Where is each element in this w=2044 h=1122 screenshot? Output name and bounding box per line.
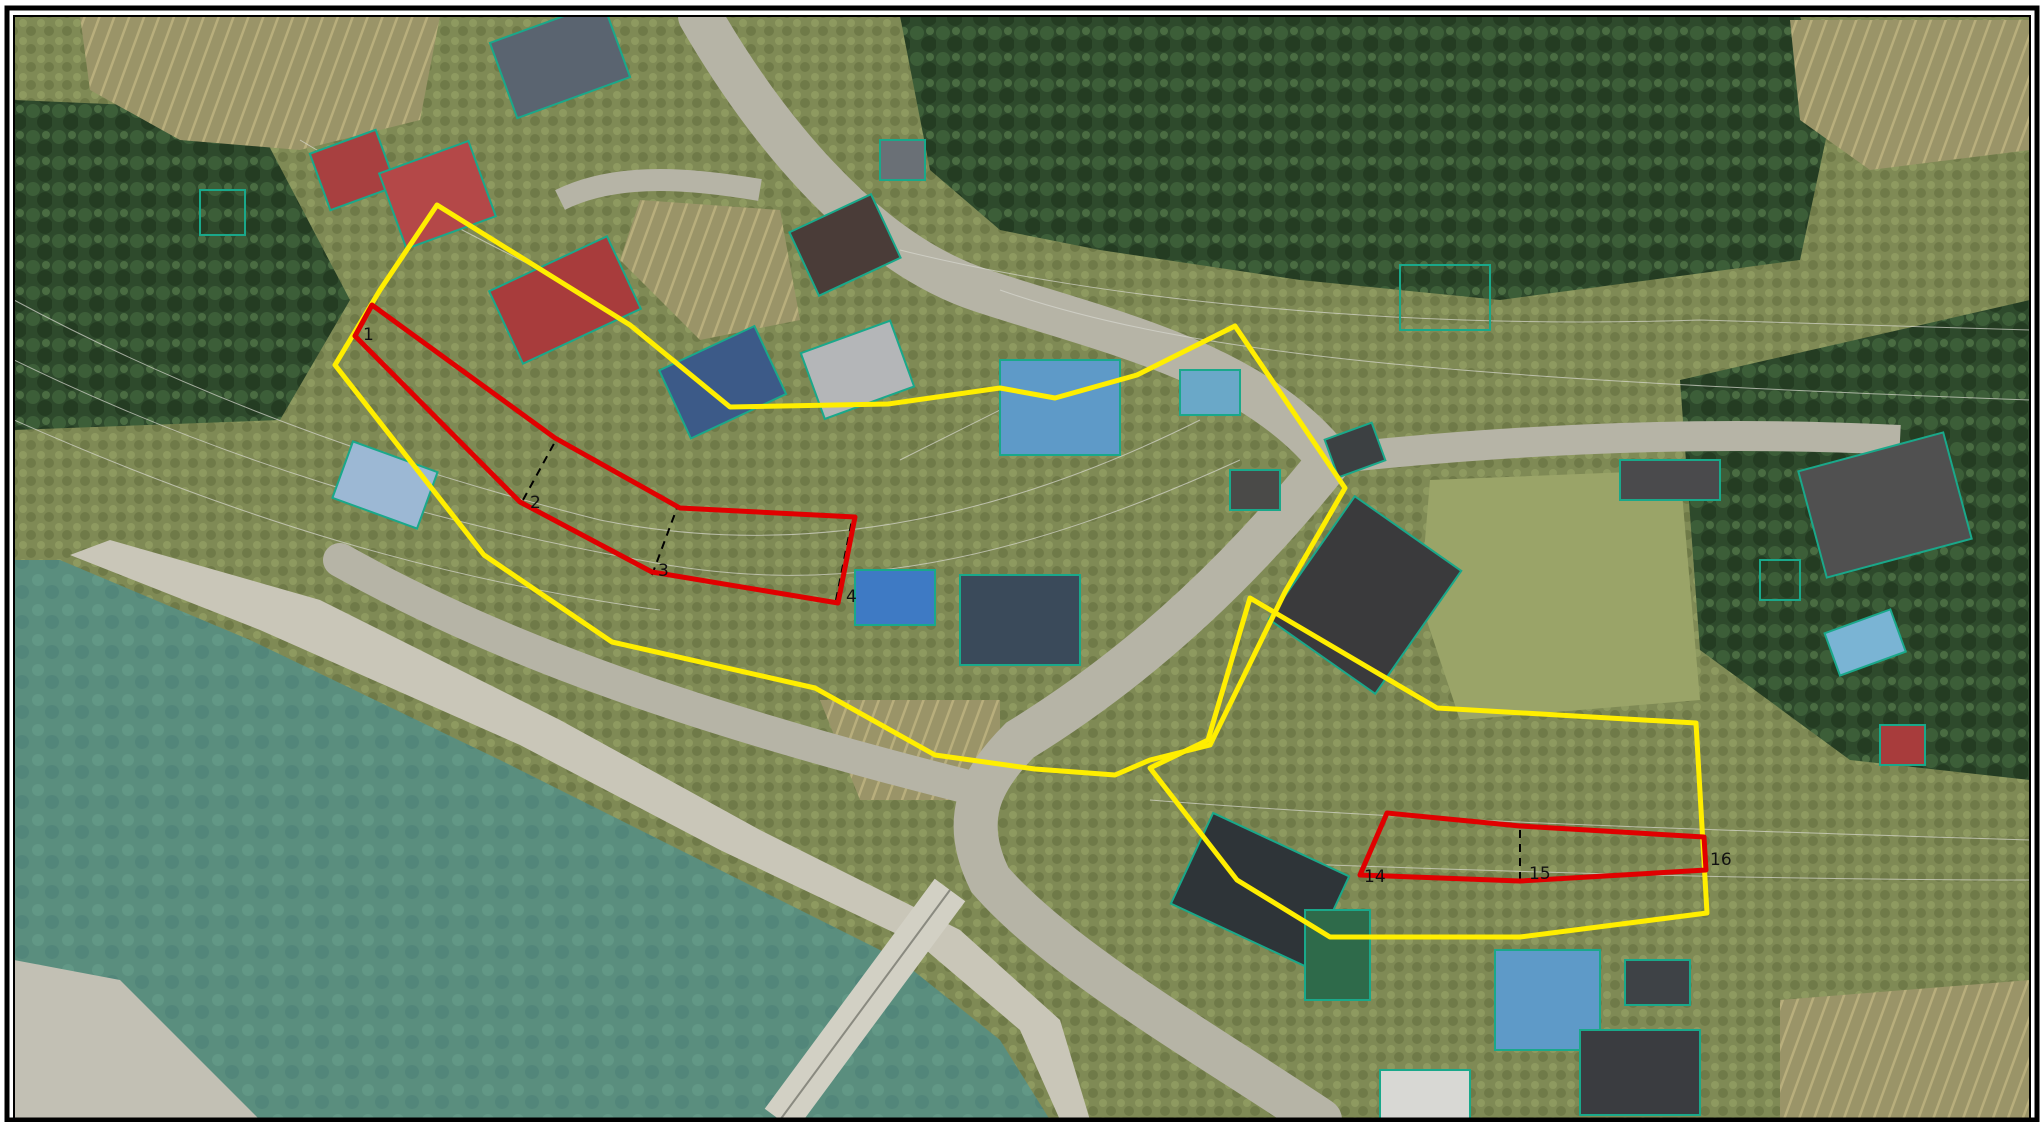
building-green-roof	[1304, 909, 1371, 1001]
road-east	[1318, 421, 1901, 475]
road-north-spur	[555, 169, 762, 210]
building-red-roof	[487, 234, 643, 366]
building-dark-roof	[1624, 959, 1691, 1006]
parcel-1-4	[352, 302, 858, 606]
building-dark-roof	[1579, 1029, 1701, 1116]
terraced-field-east	[1790, 20, 2030, 170]
building-outline	[1759, 559, 1801, 601]
river	[14, 560, 1050, 1120]
highlight-area-west	[332, 202, 1348, 778]
forest-area	[900, 16, 1830, 300]
river-bank-south	[14, 960, 260, 1120]
highlight-area-outlines	[332, 202, 1710, 940]
main-road	[678, 16, 1359, 1120]
building-red-roof	[1879, 724, 1926, 766]
building-dark-roof	[959, 574, 1081, 666]
building-dark-roof	[1619, 459, 1721, 501]
building-dark-roof	[1267, 494, 1463, 696]
building-red-roof	[308, 128, 398, 212]
building-light-blue-roof	[1179, 369, 1241, 416]
building-dark-roof	[1797, 431, 1973, 579]
terraced-field	[80, 16, 440, 150]
building-dark-roof	[1323, 421, 1387, 479]
building-dark-roof	[788, 192, 902, 298]
building-light-blue-roof	[1823, 608, 1908, 677]
point-label-15: 15	[1529, 864, 1551, 884]
point-label-16: 16	[1710, 850, 1732, 870]
building-light-roof	[1379, 1069, 1471, 1120]
bridge-edge	[779, 889, 951, 1120]
building-dark-roof	[1229, 469, 1281, 511]
subject-parcels	[352, 302, 1709, 884]
map-frame-inner	[13, 15, 2031, 1121]
highlight-area-east	[1147, 595, 1710, 940]
field-south-east	[1780, 980, 2030, 1120]
point-label-4: 4	[846, 587, 857, 607]
building-blue-roof	[854, 569, 936, 626]
point-label-3: 3	[658, 561, 669, 581]
meadow	[1420, 470, 1700, 720]
parcel-14-16	[1357, 810, 1709, 884]
road-west	[323, 543, 997, 807]
forest-area-west	[14, 100, 350, 430]
building-blue-roof	[657, 324, 788, 440]
point-label-1: 1	[363, 325, 374, 345]
building-grey-roof	[879, 139, 926, 181]
point-label-14: 14	[1364, 867, 1386, 887]
point-label-2: 2	[530, 493, 541, 513]
point-labels: 1 2 3 4 14 15 16	[363, 325, 1732, 887]
building-light-blue-roof	[999, 359, 1121, 456]
building-outline	[199, 189, 246, 236]
building-grey-roof	[488, 16, 632, 120]
building-outline	[1399, 264, 1491, 331]
field-upper-middle	[620, 200, 800, 340]
